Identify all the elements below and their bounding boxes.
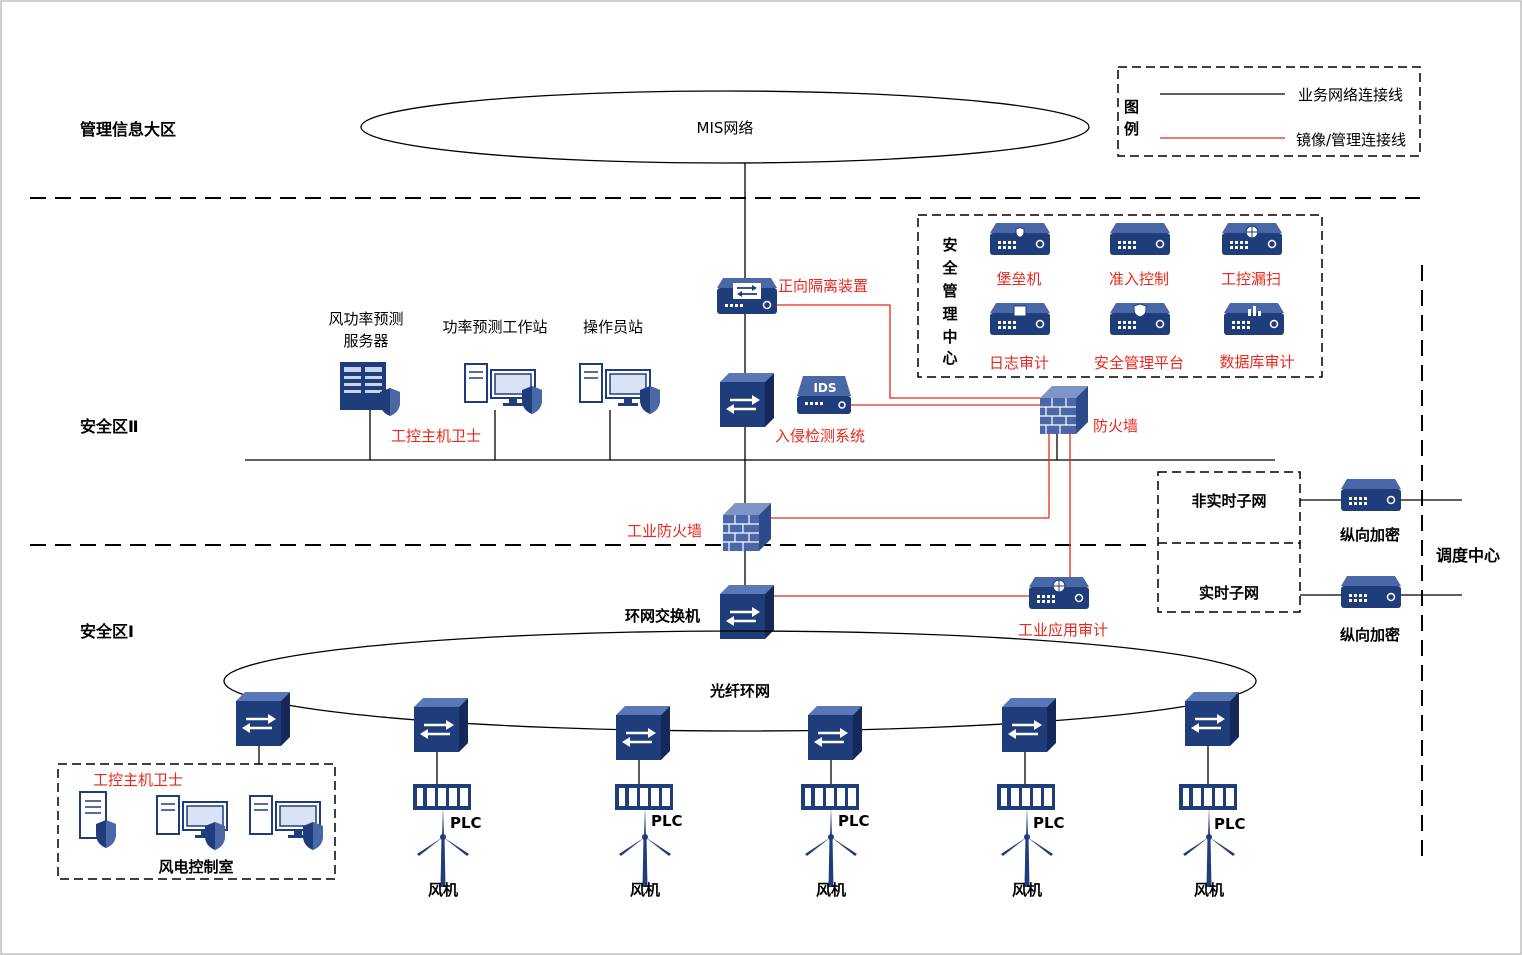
security-platform-device-icon [1109,302,1171,336]
ring-switch-2-icon [614,704,672,762]
plc-5-icon [1179,784,1237,810]
zone-label-zone1: 安全区Ⅰ [80,622,134,641]
bastion-host-label: 堡垒机 [996,270,1041,288]
access-control-device-icon [1109,222,1171,256]
control-room-label: 风电控制室 [158,858,233,876]
encryption-device-1-icon [1340,478,1402,512]
zone2-switch-icon [718,371,776,429]
encryption-label-2: 纵向加密 [1340,626,1400,644]
turbine-3-label: 风机 [816,881,846,899]
wind-server-label-2: 服务器 [343,332,388,350]
wind-server-icon [340,362,386,410]
encryption-label-1: 纵向加密 [1340,526,1400,544]
control-room-server-shield-icon [96,820,116,848]
industrial-firewall-label: 工业防火墙 [627,522,702,540]
mirror-line-isolation [772,304,1040,399]
log-audit-label: 日志审计 [989,354,1049,372]
ids-label: 入侵检测系统 [775,427,865,445]
turbine-2-label: 风机 [630,881,660,899]
security-center-box [917,214,1323,378]
sc-title-char-4: 理 [942,305,957,323]
turbine-1-label: 风机 [428,881,458,899]
bastion-host-device-icon [989,222,1051,256]
zone-label-dispatch: 调度中心 [1436,546,1500,565]
legend-title-1: 图 [1124,98,1139,116]
ring-switch-5-icon [1183,690,1241,748]
plc-1-label: PLC [450,814,482,832]
mis-network-label: MIS网络 [697,119,754,137]
non-realtime-label: 非实时子网 [1191,492,1266,510]
plc-4-icon [997,784,1055,810]
ring-switch-3-icon [806,704,864,762]
operator-label: 操作员站 [583,318,643,336]
legend-mirror-label: 镜像/管理连接线 [1296,131,1406,149]
ring-switch-4-icon [1000,696,1058,754]
firewall-label: 防火墙 [1093,417,1138,435]
sc-title-char-1: 安 [942,236,957,254]
subnet-box [1157,471,1301,613]
operator-shield-icon [640,386,660,414]
fiber-ring-ellipse [223,630,1257,732]
plc-3-icon [801,784,859,810]
plc-3-label: PLC [838,812,870,830]
plc-2-label: PLC [651,812,683,830]
db-audit-device-icon [1223,302,1285,336]
industrial-firewall-icon [722,502,772,552]
sc-title-char-5: 中 [942,328,957,346]
plc-1-icon [413,784,471,810]
firewall-icon [1039,385,1089,435]
industrial-audit-icon [1028,576,1090,610]
sc-title-char-2: 全 [941,259,958,277]
industrial-audit-label: 工业应用审计 [1018,621,1108,639]
plc-5-label: PLC [1214,815,1246,833]
host-guard-label: 工控主机卫士 [391,427,481,445]
forward-isolation-icon [717,278,777,314]
turbine-5-label: 风机 [1194,881,1224,899]
ring-switch-label: 环网交换机 [625,607,700,625]
ids-device-icon [797,376,851,414]
mis-network-ellipse [360,90,1090,164]
vuln-scan-device-icon [1221,222,1283,256]
control-room-pc-1-shield-icon [205,822,225,850]
power-ws-label: 功率预测工作站 [442,318,547,336]
zone-label-zone2: 安全区Ⅱ [80,417,139,436]
turbine-4-label: 风机 [1012,881,1042,899]
zone-label-mis: 管理信息大区 [80,120,176,139]
mirror-line-ind-firewall [770,432,1050,519]
forward-isolation-label: 正向隔离装置 [778,277,868,295]
control-room-host-guard-label: 工控主机卫士 [93,771,183,789]
db-audit-label: 数据库审计 [1219,353,1294,371]
control-room-pc-2-shield-icon [303,822,323,850]
encryption-device-2-icon [1340,575,1402,609]
realtime-label: 实时子网 [1199,584,1259,602]
ids-tag: IDS [813,381,836,395]
ring-switch-1-icon [412,696,470,754]
plc-4-label: PLC [1033,814,1065,832]
legend-business-label: 业务网络连接线 [1298,86,1403,104]
access-control-label: 准入控制 [1109,270,1169,288]
wind-server-shield-icon [380,388,400,416]
wind-server-label-1: 风功率预测 [328,310,403,328]
fiber-ring-label: 光纤环网 [709,682,770,700]
legend-title-2: 例 [1124,120,1139,138]
ring-switch-control-room-icon [234,690,292,748]
power-ws-shield-icon [522,386,542,414]
vuln-scan-label: 工控漏扫 [1221,270,1281,288]
plc-2-icon [615,784,673,810]
sc-title-char-3: 管 [942,282,957,300]
security-platform-label: 安全管理平台 [1094,354,1184,372]
operator-pc-icon [579,363,651,407]
security-center-title: 安 全 管 理 中 心 [941,236,958,367]
log-audit-device-icon [989,302,1051,336]
sc-title-char-6: 心 [942,349,957,367]
